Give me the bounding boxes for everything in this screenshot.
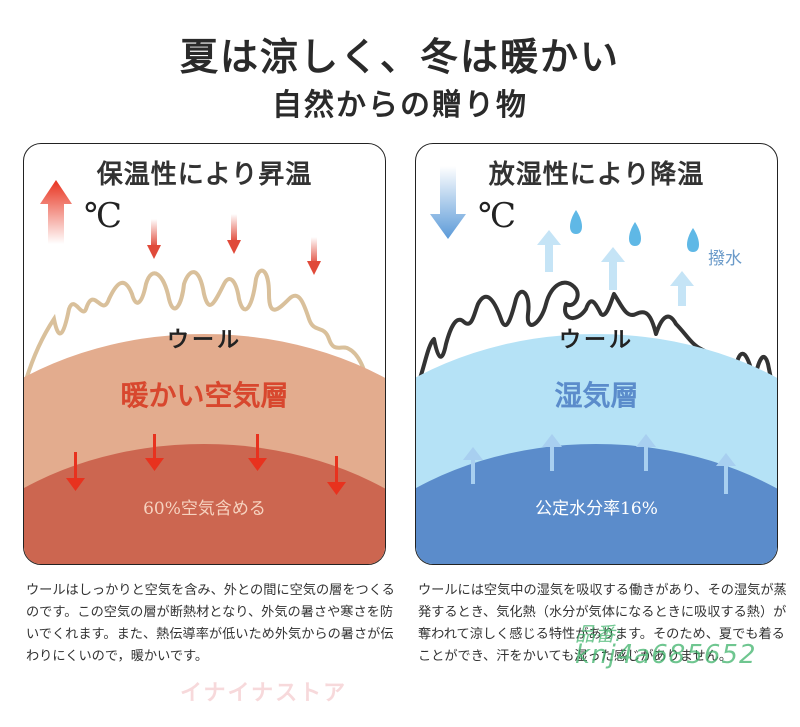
moisture-regain-label: 公定水分率16% bbox=[535, 499, 658, 519]
arrow-down-icon bbox=[430, 166, 466, 239]
product-id-watermark: knj4a685652 bbox=[575, 640, 757, 670]
moisture-up-arrows bbox=[463, 434, 736, 494]
celsius-label: ℃ bbox=[84, 196, 123, 236]
warm-diagram bbox=[24, 180, 385, 564]
warm-layer-arrows bbox=[66, 434, 346, 495]
product-id-label-watermark: 品番: bbox=[575, 622, 622, 646]
cool-panel-title: 放湿性により降温 bbox=[488, 160, 705, 190]
water-repellent-label: 撥水 bbox=[708, 249, 742, 269]
heat-down-arrows bbox=[147, 214, 321, 275]
water-drop-icons bbox=[570, 210, 699, 252]
wool-label: ウール bbox=[558, 327, 634, 353]
warm-panel: 保温性により昇温 ℃ ウール 暖かい空気層 60%空気含める bbox=[23, 143, 386, 565]
celsius-label: ℃ bbox=[478, 196, 517, 236]
wool-label: ウール bbox=[166, 327, 242, 353]
warm-layer-label: 暖かい空気層 bbox=[120, 379, 289, 412]
inner-layer bbox=[24, 444, 385, 564]
air-content-label: 60%空気含める bbox=[143, 499, 266, 519]
moisture-layer-label: 湿気層 bbox=[554, 379, 639, 412]
wool-fiber bbox=[24, 268, 385, 396]
inner-layer bbox=[416, 444, 777, 564]
arrow-up-icon bbox=[40, 180, 72, 244]
warm-description: ウールはしっかりと空気を含み、外との間に空気の層をつくるのです。この空気の層が断… bbox=[26, 583, 395, 664]
vapor-up-arrows bbox=[537, 230, 694, 306]
store-watermark: イナイナストア bbox=[180, 681, 348, 706]
cool-diagram bbox=[416, 166, 777, 564]
page-subtitle: 自然からの贈り物 bbox=[272, 88, 528, 123]
page-title: 夏は涼しく、冬は暖かい bbox=[179, 34, 620, 79]
cool-description: ウールには空気中の湿気を吸収する働きがあり、その湿気が蒸発するとき、気化熱（水分… bbox=[418, 583, 787, 664]
warm-panel-title: 保温性により昇温 bbox=[96, 160, 313, 190]
cool-panel: 放湿性により降温 ℃ 撥水 ウール 湿気層 公定水分率16% bbox=[415, 143, 778, 565]
